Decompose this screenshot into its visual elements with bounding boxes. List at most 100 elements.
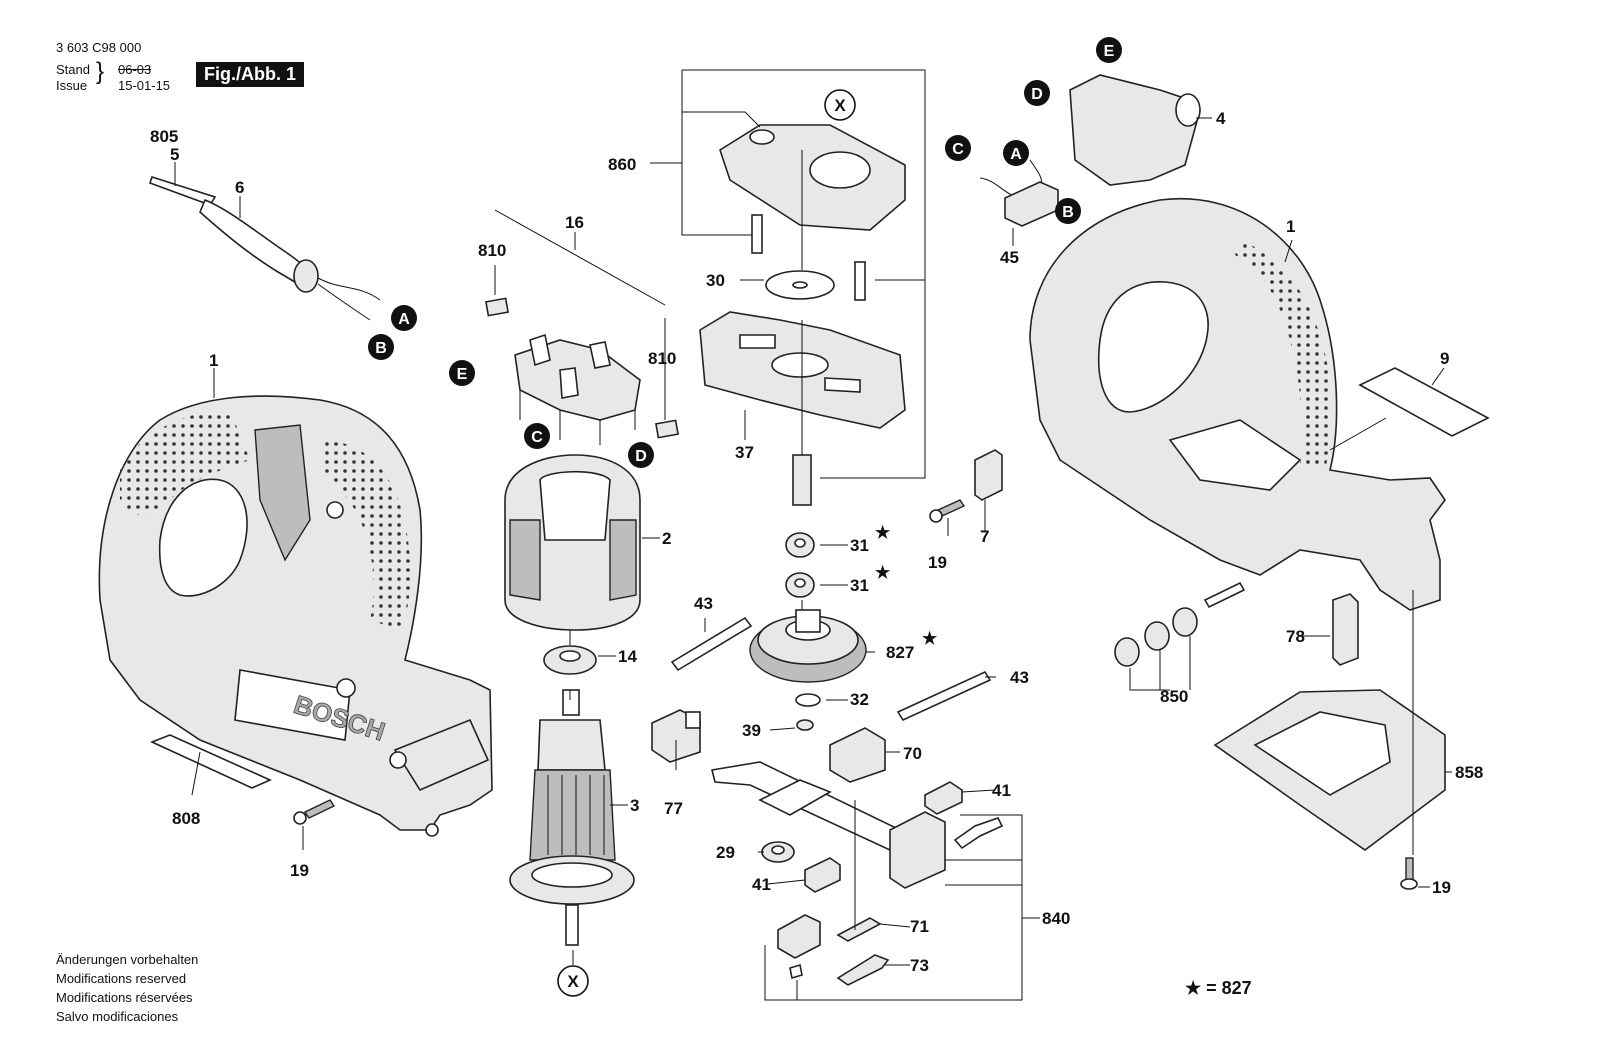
label-78: 78 [1286,627,1305,646]
label-plate-808 [149,734,272,789]
callout-E-switch: E [1096,37,1122,63]
bearing-14 [543,645,597,675]
old-date: 06-03 [118,62,152,77]
label-41-b: 41 [752,875,771,894]
label-45: 45 [1000,248,1019,267]
issue-label: Issue [56,78,88,93]
svg-text:C: C [952,141,964,158]
svg-text:X: X [567,972,579,991]
label-805: 805 [150,127,178,146]
svg-text:A: A [398,311,410,328]
part-73 [836,954,890,986]
label-plate-9 [1358,367,1490,437]
suppressor-45 [1004,181,1059,227]
callout-C-brush: C [524,423,550,449]
svg-text:B: B [1062,204,1074,221]
star-31-b: ★ [875,563,891,582]
label-73: 73 [910,956,929,975]
brace: } [96,58,105,85]
label-37: 37 [735,443,754,462]
label-43-a: 43 [694,594,713,613]
label-3: 3 [630,796,639,815]
callout-X-top: X [824,89,856,121]
label-19-right: 19 [1432,878,1451,897]
label-31-a: 31 [850,536,869,555]
housing-right [1029,197,1446,611]
screw-19-left [293,799,336,825]
svg-text:E: E [1104,43,1115,60]
bearing-set-850 [1114,581,1246,667]
label-70: 70 [903,744,922,763]
svg-text:B: B [375,340,387,357]
callout-D-brush: D [628,442,654,468]
housing-left [98,395,493,837]
svg-text:D: D [1031,86,1043,103]
clip-7 [974,449,1003,501]
label-2: 2 [662,529,671,548]
guide-77 [651,709,701,763]
guide-70 [829,727,886,783]
base-plate-858 [1213,689,1446,851]
svg-text:X: X [834,96,846,115]
note-fr: Modifications réservées [56,990,193,1005]
clip-41 [804,781,963,893]
armature-3 [509,689,635,946]
svg-text:C: C [531,429,543,446]
label-827: 827 [886,643,914,662]
svg-text:D: D [635,448,647,465]
callout-X-bottom: X [557,965,589,997]
switch-4 [979,74,1201,198]
label-31-b: 31 [850,576,869,595]
label-850: 850 [1160,687,1188,706]
label-5: 5 [170,145,179,164]
label-9: 9 [1440,349,1449,368]
figure-label: Fig./Abb. 1 [196,62,304,87]
screw-19-right [1400,857,1418,890]
field-coil-2 [504,454,641,631]
doc-number: 3 603 C98 000 [56,40,142,55]
callout-B-cord: B [368,334,394,360]
label-858: 858 [1455,763,1483,782]
note-es: Salvo modificaciones [56,1009,179,1024]
part-labels: 805 5 6 1 808 19 16 810 810 2 14 3 860 3… [150,109,1483,975]
label-19-mid: 19 [928,553,947,572]
lever-frame [711,761,907,851]
label-29: 29 [716,843,735,862]
rod-43-right [896,670,992,722]
label-39: 39 [742,721,761,740]
label-6: 6 [235,178,244,197]
bracket-860 [719,124,906,301]
brush-holder-16 [485,297,679,445]
washer-30 [765,270,835,300]
callout-D-switch: D [1024,80,1050,106]
clip-39 [796,719,814,731]
label-14: 14 [618,647,637,666]
note-de: Änderungen vorbehalten [56,952,199,967]
pin-shaft [792,454,812,506]
knob-78 [1332,593,1359,666]
label-810-a: 810 [478,241,506,260]
svg-text:A: A [1010,146,1022,163]
label-860: 860 [608,155,636,174]
new-date: 15-01-15 [118,78,171,93]
label-808: 808 [172,809,200,828]
callout-A-switch: A [1003,140,1029,166]
label-16: 16 [565,213,584,232]
label-1-left: 1 [209,351,218,370]
gear-827 [749,609,867,683]
stand-label: Stand [56,62,90,77]
block-840 [889,811,1004,889]
callout-A-cord: A [391,305,417,331]
label-77: 77 [664,799,683,818]
cap-840 [777,914,821,980]
label-1-right: 1 [1286,217,1295,236]
label-19-left: 19 [290,861,309,880]
power-cord [148,175,381,321]
note-en: Modifications reserved [56,971,187,986]
label-30: 30 [706,271,725,290]
bearing-31 [785,532,815,598]
callout-E-brush: E [449,360,475,386]
roller-29 [761,841,795,863]
leader-lines [174,69,1452,1001]
